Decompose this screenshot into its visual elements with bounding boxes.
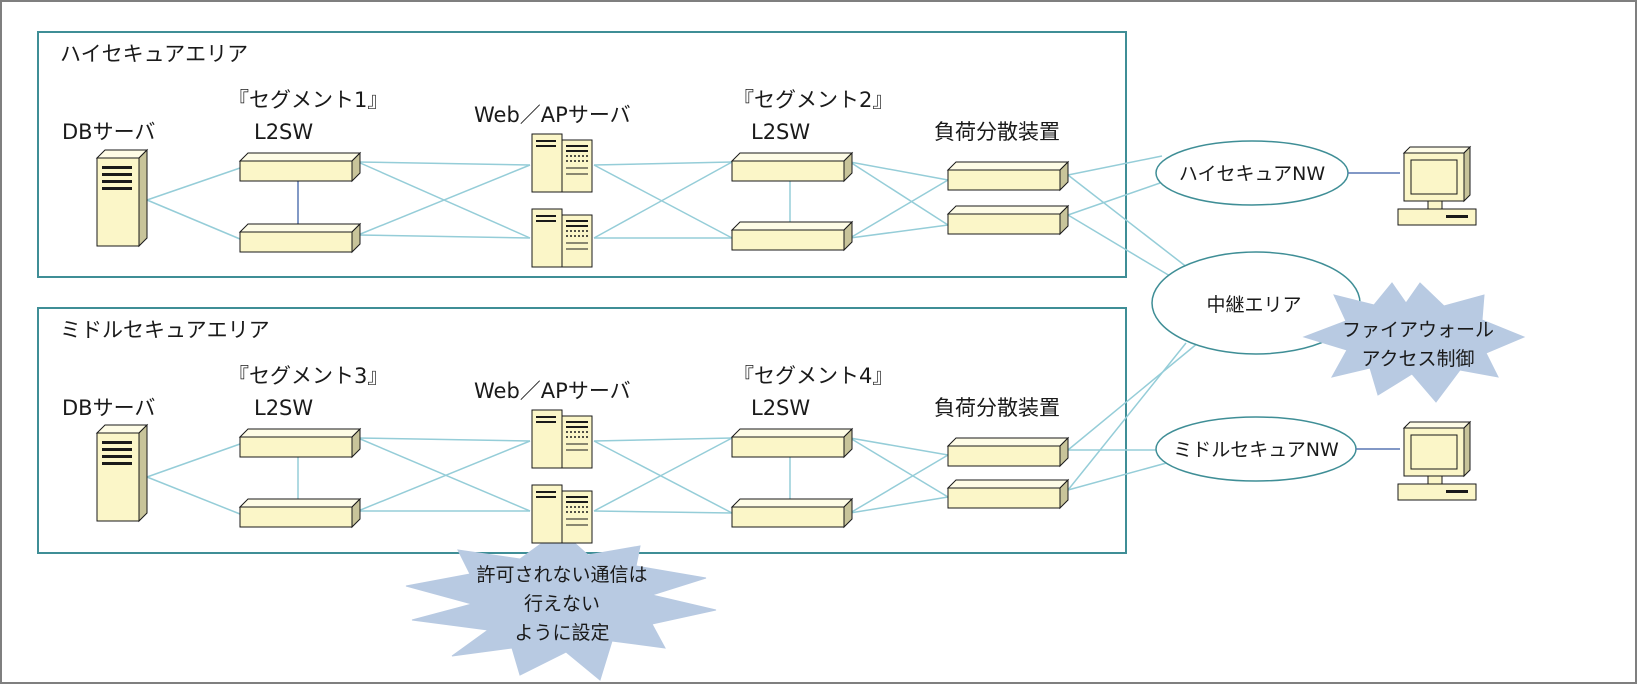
- blocked-traffic-line-1: 許可されない通信は: [476, 564, 647, 586]
- web-ap-server-high-b: [531, 208, 593, 268]
- l2sw-seg1-a: [239, 152, 361, 182]
- high-secure-zone: [37, 31, 1127, 278]
- web-ap-server-middle-b: [531, 484, 593, 544]
- l2sw-label: L2SW: [254, 396, 313, 420]
- l2sw-seg3-b: [239, 498, 361, 528]
- access-control-label: アクセス制御: [1361, 348, 1474, 370]
- load-balancer-middle-b: [947, 479, 1069, 509]
- load-balancer-high-a: [947, 161, 1069, 191]
- firewall-starburst: [1302, 282, 1526, 403]
- l2sw-label: L2SW: [751, 396, 810, 420]
- l2sw-label: L2SW: [254, 120, 313, 144]
- web-ap-server-middle-a: [531, 409, 593, 469]
- middle-zone-title: ミドルセキュアエリア: [60, 318, 270, 342]
- db-server-high: [96, 149, 148, 247]
- l2sw-seg3-a: [239, 428, 361, 458]
- middle-zone-links: [146, 337, 1205, 515]
- blocked-traffic-line-3: ように設定: [514, 622, 609, 644]
- l2sw-seg2-a: [731, 152, 853, 182]
- segment-4-label: 『セグメント4』: [733, 364, 893, 388]
- pc-high-secure: [1397, 146, 1477, 226]
- db-server-label: DBサーバ: [62, 120, 155, 144]
- load-balancer-label: 負荷分散装置: [934, 396, 1060, 420]
- segment-3-label: 『セグメント3』: [228, 364, 388, 388]
- high-zone-title: ハイセキュアエリア: [60, 42, 248, 66]
- middle-secure-nw-label: ミドルセキュアNW: [1173, 439, 1339, 461]
- web-ap-server-label: Web／APサーバ: [474, 379, 631, 403]
- high-secure-nw-label: ハイセキュアNW: [1179, 163, 1325, 185]
- blocked-traffic-starburst: [405, 529, 717, 681]
- load-balancer-label: 負荷分散装置: [934, 120, 1060, 144]
- firewall-label: ファイアウォール: [1342, 319, 1494, 341]
- relay-area-label: 中継エリア: [1206, 294, 1301, 316]
- l2sw-seg4-a: [731, 428, 853, 458]
- blocked-traffic-line-2: 行えない: [524, 593, 600, 615]
- db-server-middle: [96, 424, 148, 522]
- pc-middle-secure: [1397, 421, 1477, 501]
- load-balancer-middle-a: [947, 437, 1069, 467]
- l2sw-label: L2SW: [751, 120, 810, 144]
- web-ap-server-label: Web／APサーバ: [474, 103, 631, 127]
- l2sw-seg4-b: [731, 498, 853, 528]
- l2sw-seg2-b: [731, 221, 853, 251]
- l2sw-seg1-b: [239, 223, 361, 253]
- segment-2-label: 『セグメント2』: [733, 88, 893, 112]
- load-balancer-high-b: [947, 205, 1069, 235]
- db-server-label: DBサーバ: [62, 396, 155, 420]
- segment-1-label: 『セグメント1』: [228, 88, 388, 112]
- high-zone-links: [146, 155, 1189, 277]
- web-ap-server-high-a: [531, 133, 593, 193]
